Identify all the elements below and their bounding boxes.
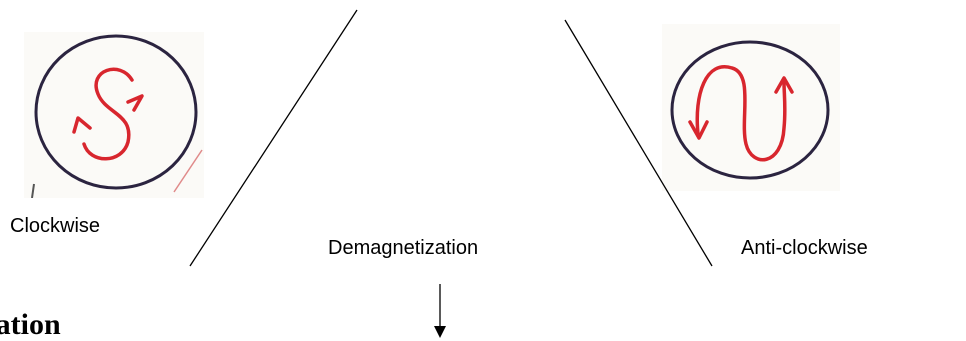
anticlockwise-sketch-svg: [670, 40, 830, 180]
anticlockwise-arrowhead-up: [774, 76, 794, 94]
left-diagonal-line: [189, 9, 358, 267]
clockwise-sketch-svg: [31, 34, 203, 199]
clockwise-corner-mark: [31, 183, 35, 199]
anticlockwise-label: Anti-clockwise: [741, 237, 868, 259]
clockwise-sketch: [24, 32, 204, 199]
anticlockwise-circle: [670, 40, 830, 180]
clockwise-s-curve: [82, 67, 134, 161]
clockwise-edge-mark: [173, 149, 203, 193]
demagnetization-label: Demagnetization: [328, 237, 479, 259]
clockwise-label: Clockwise: [10, 215, 101, 237]
demagnetization-arrowhead: [434, 326, 446, 338]
clockwise-circle: [34, 34, 198, 190]
anticlockwise-wave-curve: [695, 65, 787, 162]
right-diagonal-line: [564, 19, 713, 267]
anticlockwise-arrowhead-down: [688, 120, 709, 140]
partial-heading-text: tization: [0, 308, 61, 341]
clockwise-arrowhead-left: [72, 116, 92, 134]
anticlockwise-sketch: [662, 24, 840, 191]
clockwise-arrowhead-right: [126, 94, 144, 112]
